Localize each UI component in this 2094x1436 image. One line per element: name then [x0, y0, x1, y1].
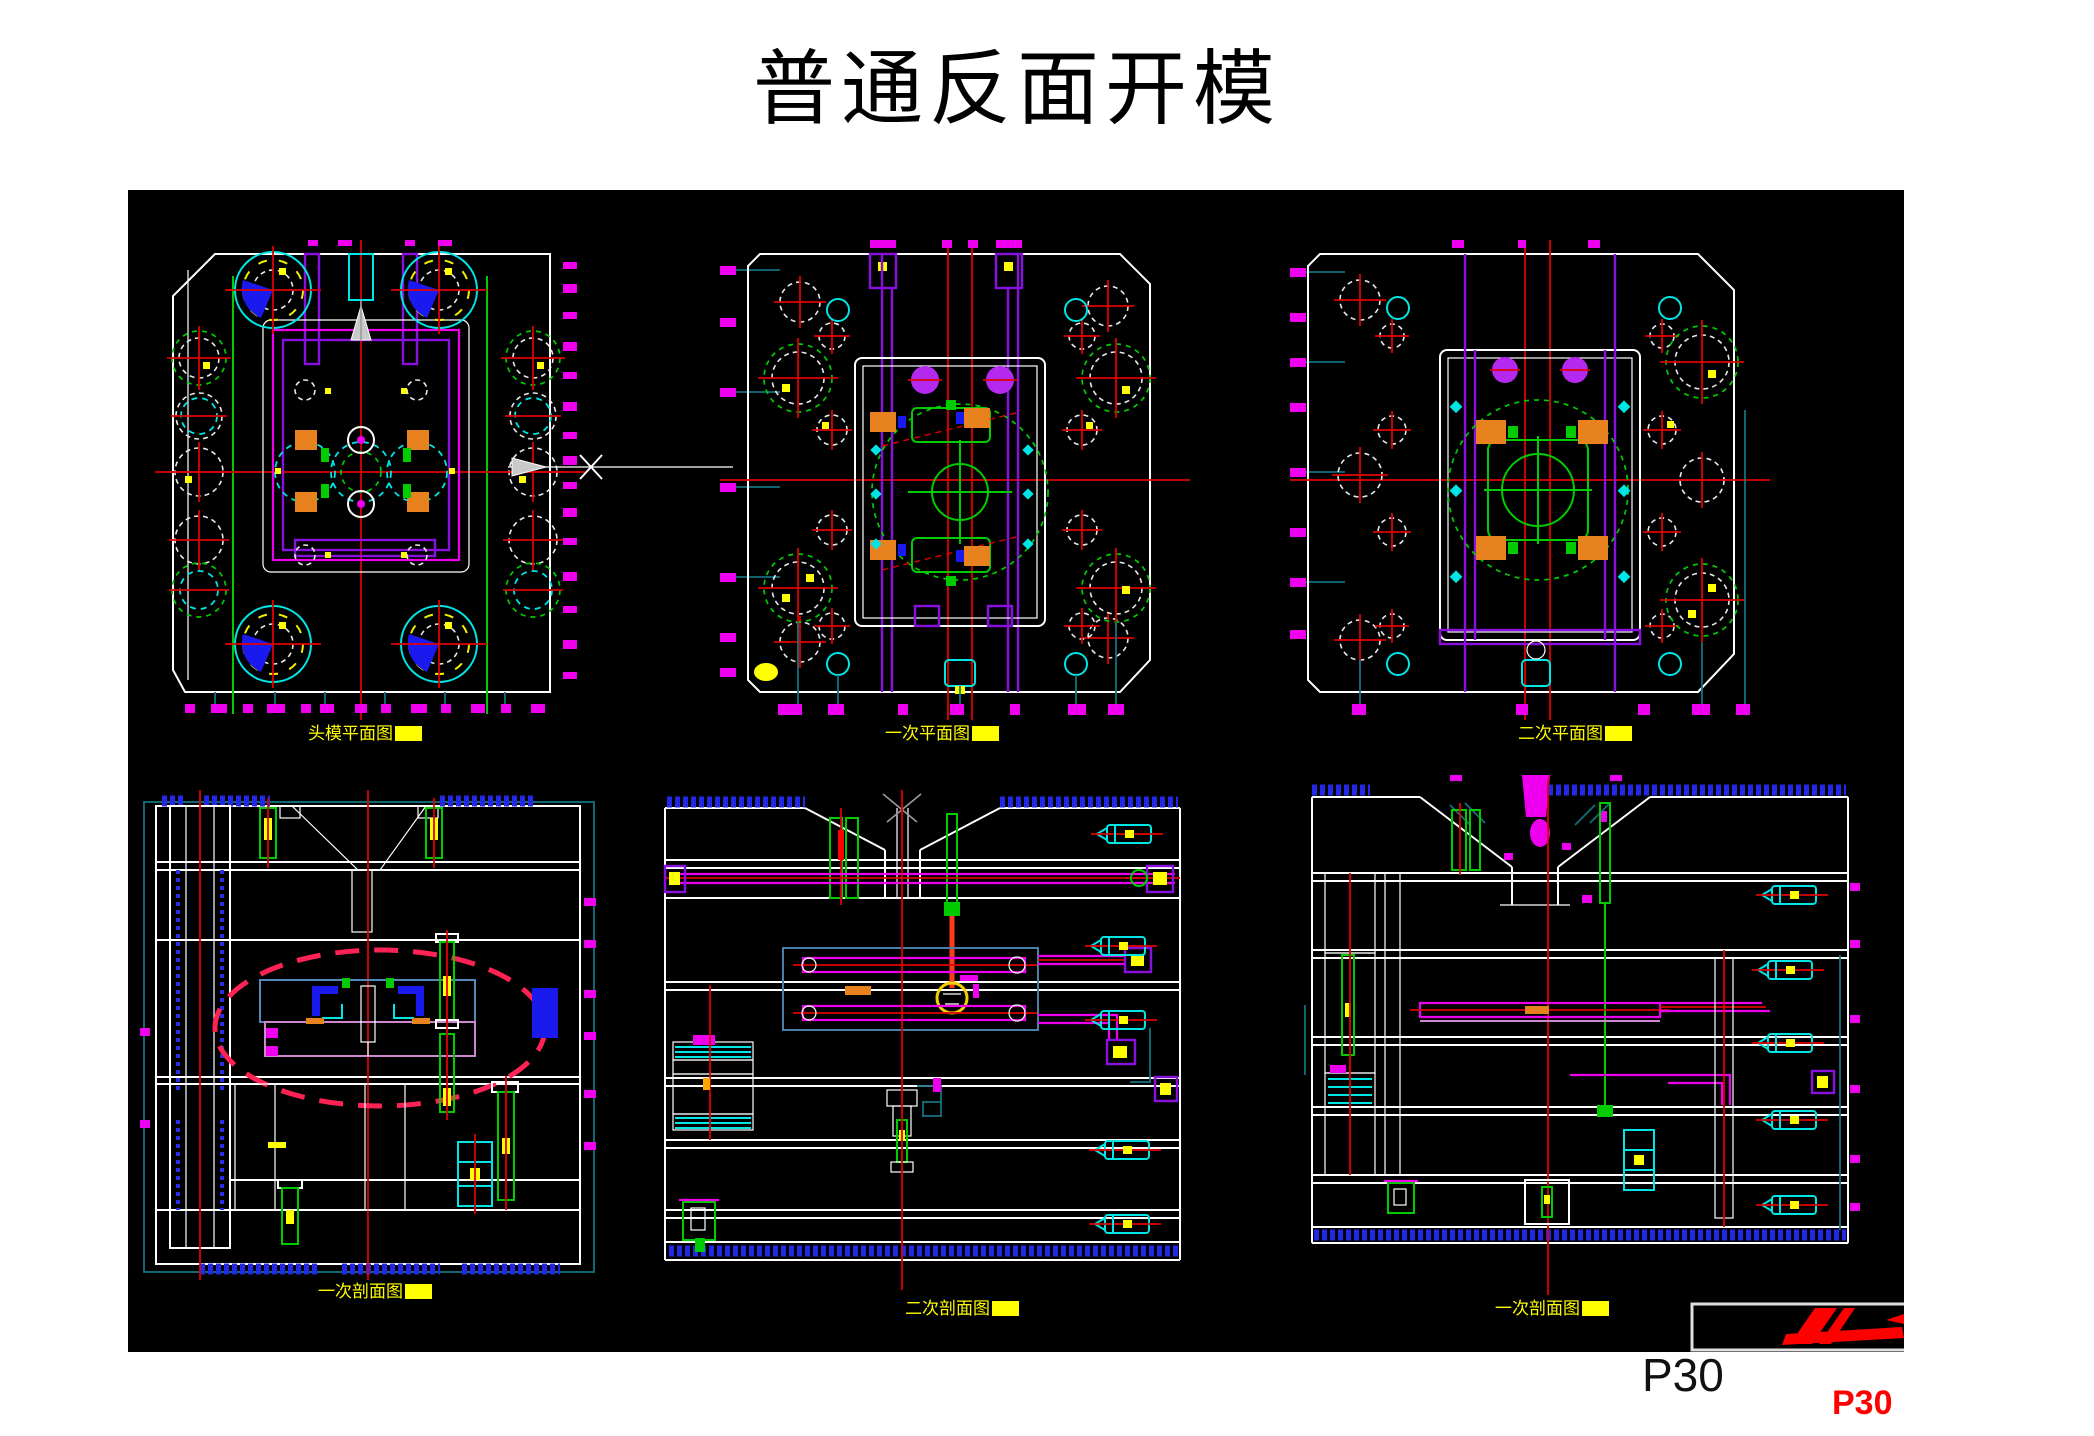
- label-highlight-box: [405, 1284, 432, 1299]
- label-highlight-box: [1605, 726, 1632, 741]
- section-cut-arrow: [508, 454, 733, 480]
- view-label: 一次平面图: [885, 724, 970, 743]
- caption-section-bottom-middle: 二次剖面图: [905, 1300, 1019, 1317]
- caption-plan-top-middle: 一次平面图: [885, 725, 999, 742]
- view-label: 头模平面图: [308, 724, 393, 743]
- cad-view-section-bottom-left: [140, 790, 596, 1280]
- title-block: [1690, 1302, 1904, 1352]
- cad-view-plan-top-left: [155, 240, 585, 720]
- logo-swoosh: [1782, 1327, 1904, 1345]
- label-highlight-box: [992, 1301, 1019, 1316]
- cad-view-section-bottom-middle: [663, 790, 1181, 1290]
- caption-section-bottom-right: 一次剖面图: [1495, 1300, 1609, 1317]
- cad-view-plan-top-right: [1290, 240, 1770, 720]
- view-label: 二次平面图: [1518, 724, 1603, 743]
- slide-title: 普通反面开模: [752, 44, 1281, 135]
- page-marker-red: P30: [1832, 1384, 1893, 1422]
- logo-tip: [1886, 1314, 1904, 1324]
- cad-view-section-bottom-right: [1304, 775, 1860, 1295]
- view-label: 一次剖面图: [318, 1282, 403, 1301]
- view-label: 一次剖面图: [1495, 1299, 1580, 1318]
- cad-canvas: 头模平面图 一次平面图 二次平面图 一次剖面图 二次剖面图 一次剖面图: [128, 190, 1904, 1352]
- caption-section-bottom-left: 一次剖面图: [318, 1283, 432, 1300]
- view-label: 二次剖面图: [905, 1299, 990, 1318]
- cad-view-plan-top-middle: [720, 240, 1190, 720]
- page-number: P30: [1642, 1349, 1724, 1401]
- label-highlight-box: [1582, 1301, 1609, 1316]
- caption-plan-top-right: 二次平面图: [1518, 725, 1632, 742]
- label-highlight-box: [972, 726, 999, 741]
- label-highlight-box: [395, 726, 422, 741]
- caption-plan-top-left: 头模平面图: [308, 725, 422, 742]
